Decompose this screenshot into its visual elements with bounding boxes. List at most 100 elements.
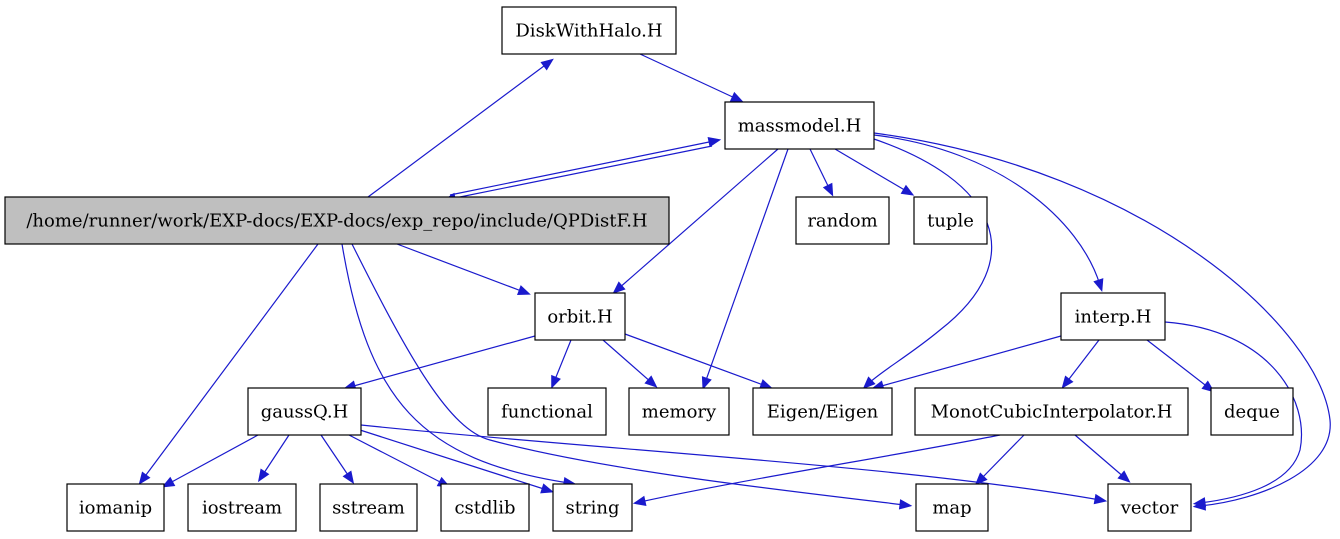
edge-monotcubic-to-vector [1074,434,1131,483]
node-orbit[interactable]: orbit.H [534,292,626,341]
edge-line [351,243,906,506]
arrowhead [161,476,176,488]
arrowhead [729,91,744,103]
edge-qpdistf-to-string [341,243,577,488]
arrowhead [822,182,834,197]
node-map[interactable]: map [915,483,989,532]
edge-line [142,243,319,480]
edge-line [1164,321,1302,504]
node-box [795,196,890,245]
edge-qpdistf-to-diskwithhalo [367,58,554,198]
arrowhead [257,468,270,483]
edge-line [877,335,1062,388]
arrowhead [1117,470,1131,483]
edge-line [1146,339,1210,389]
node-label: MonotCubicInterpolator.H [931,402,1173,423]
edge-line [639,53,738,100]
edge-gaussq-to-vector [360,424,1108,505]
node-box [913,196,988,245]
node-box [534,292,626,341]
arrowhead [540,483,554,494]
node-iomanip[interactable]: iomanip [66,483,165,532]
node-tuple[interactable]: tuple [913,196,988,245]
node-sstream[interactable]: sstream [319,483,418,532]
node-label: memory [642,402,717,423]
node-box [487,387,607,436]
edge-line [261,434,290,477]
edge-line [348,434,445,485]
node-label: massmodel.H [738,116,862,137]
node-label: map [932,498,971,519]
node-functional[interactable]: functional [487,387,607,436]
edge-line [979,434,1025,481]
edge-line [834,148,909,193]
node-label: functional [501,402,593,423]
arrowhead [342,470,355,485]
node-label: /home/runner/work/EXP-docs/EXP-docs/exp_… [26,211,647,232]
arrowhead [900,184,915,196]
edge-line [639,434,1001,503]
node-label: deque [1224,402,1280,423]
edge-interp-to-monotcubic [1061,339,1100,389]
node-random[interactable]: random [795,196,890,245]
edge-line [349,335,536,388]
node-label: cstdlib [454,498,515,519]
node-memory[interactable]: memory [628,387,730,436]
arrowhead [1192,497,1207,508]
edge-line [1065,339,1100,384]
arrowhead [898,499,913,510]
node-box [1210,387,1294,436]
edge-interp-to-deque [1146,339,1215,393]
edge-line [624,333,767,387]
node-interp[interactable]: interp.H [1060,292,1166,341]
node-box [440,483,530,532]
node-box [724,101,875,150]
edge-massmodel-to-random [809,148,834,197]
edge-monotcubic-to-string [632,434,1001,506]
edge-line [617,148,779,290]
edge-massmodel-to-interp [873,134,1104,292]
node-deque[interactable]: deque [1210,387,1294,436]
node-box [915,483,989,532]
node-box [66,483,165,532]
node-monotcubic[interactable]: MonotCubicInterpolator.H [914,387,1189,436]
arrowhead [1093,278,1104,292]
node-vector[interactable]: vector [1107,483,1192,532]
node-eigen[interactable]: Eigen/Eigen [752,387,893,436]
edge-interp-to-vector [1164,321,1302,508]
node-iostream[interactable]: iostream [187,483,297,532]
node-box [247,387,362,436]
edge-gaussq-to-iomanip [161,434,259,488]
node-label: sstream [332,498,405,519]
node-box [1107,483,1192,532]
node-cstdlib[interactable]: cstdlib [440,483,530,532]
node-box [752,387,893,436]
edge-interp-to-eigen [870,335,1062,391]
edge-line [602,339,653,384]
edge-gaussq-to-string [359,429,554,494]
node-label: interp.H [1075,307,1152,328]
arrowhead [612,281,626,294]
edge-qpdistf-to-orbit [396,243,531,295]
node-gaussq[interactable]: gaussQ.H [247,387,362,436]
edge-massmodel-to-orbit [612,148,779,294]
arrowhead [759,379,773,390]
arrowhead [644,375,658,388]
node-label: DiskWithHalo.H [515,21,662,42]
edge-massmodel-to-qpdistf [442,145,713,204]
node-massmodel[interactable]: massmodel.H [724,101,875,150]
edge-massmodel-to-tuple [834,148,915,196]
edge-line [553,339,572,383]
edge-line [873,134,1101,286]
edge-diskwithhalo-to-massmodel [639,53,744,103]
node-label: vector [1120,498,1179,519]
node-string[interactable]: string [552,483,633,532]
node-label: random [807,211,877,232]
node-box [1060,292,1166,341]
edge-line [809,148,831,191]
edge-massmodel-to-memory [701,148,789,390]
node-diskwithhalo[interactable]: DiskWithHalo.H [501,6,677,55]
node-label: orbit.H [547,307,612,328]
node-box [552,483,633,532]
